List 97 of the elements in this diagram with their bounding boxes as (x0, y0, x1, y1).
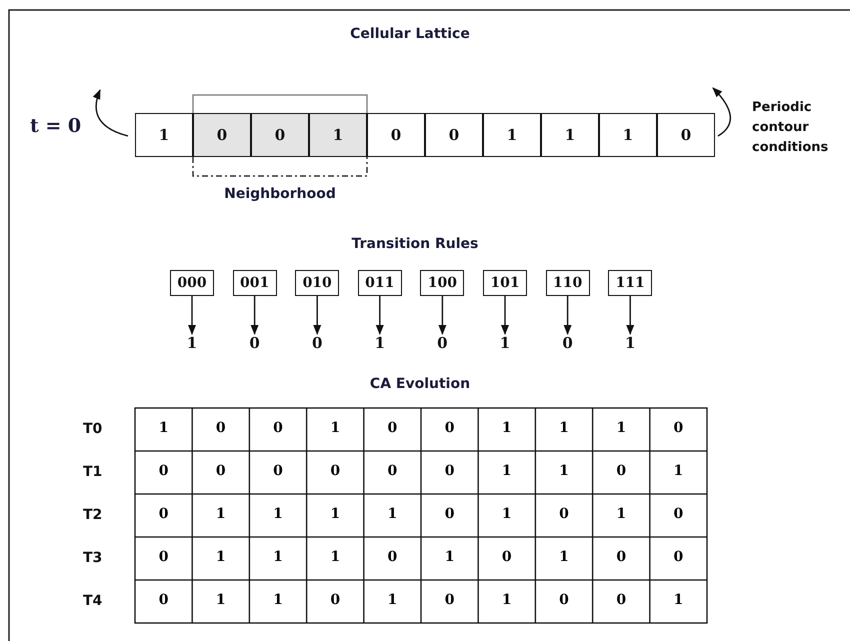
lattice-cell: 1 (599, 113, 657, 157)
row-label: T0 (83, 421, 102, 437)
arrow (501, 296, 509, 335)
cell-value: 1 (329, 506, 342, 522)
lattice-cell: 0 (193, 113, 251, 157)
arrow (626, 296, 634, 335)
cell-value: 1 (615, 506, 628, 522)
rule-pattern-box: 111 (608, 270, 652, 296)
rule-pattern-box: 100 (420, 270, 464, 296)
cell-value: 0 (444, 463, 456, 479)
cell-value: 1 (500, 420, 513, 436)
rule-output-value: 1 (610, 334, 650, 352)
arrow (250, 296, 259, 335)
arrow (188, 296, 196, 335)
time-label: t = 0 (30, 115, 82, 137)
cell-value: 0 (272, 420, 284, 436)
rule-pattern-box: 011 (358, 270, 402, 296)
cell-value: 0 (386, 549, 398, 565)
cell-value: 0 (214, 420, 227, 436)
cell-value: 0 (558, 592, 570, 608)
cell-value: 0 (444, 420, 456, 436)
cell-value: 1 (214, 592, 227, 608)
cell-value: 1 (500, 463, 513, 479)
cell-value: 0 (444, 592, 456, 608)
arrow (564, 296, 572, 335)
lattice-cell: 0 (251, 113, 309, 157)
cell-value: 0 (672, 549, 684, 565)
cell-value: 0 (615, 549, 628, 565)
cell-value: 1 (272, 592, 284, 608)
lattice-cell: 0 (657, 113, 715, 157)
cell-value: 0 (272, 463, 284, 479)
cell-value: 0 (615, 592, 628, 608)
boundary-note: Periodic contour conditions (752, 99, 830, 157)
rule-output-value: 1 (172, 334, 212, 352)
rule-pattern-box: 101 (483, 270, 527, 296)
rule-output-value: 0 (422, 334, 462, 352)
rule-pattern-box: 001 (232, 270, 277, 296)
cell-value: 0 (386, 463, 398, 479)
cell-value: 0 (158, 506, 170, 522)
row-label: T2 (83, 507, 102, 523)
lattice-cell: 1 (541, 113, 599, 157)
lattice-cell: 0 (367, 113, 425, 157)
rule-output-value: 0 (548, 334, 588, 352)
cell-value: 1 (672, 592, 684, 608)
cell-value: 1 (615, 420, 628, 436)
rule-output-value: 0 (234, 334, 275, 352)
lattice-cell: 1 (135, 113, 193, 157)
cell-value: 0 (329, 592, 342, 608)
cell-value: 1 (500, 592, 513, 608)
lattice-cell: 0 (425, 113, 483, 157)
cell-value: 1 (558, 463, 570, 479)
section-heading: CA Evolution (368, 376, 472, 392)
cell-value: 0 (500, 549, 513, 565)
lattice-cell: 1 (483, 113, 541, 157)
cell-value: 0 (672, 420, 684, 436)
cell-value: 1 (272, 506, 284, 522)
rule-pattern-box: 110 (546, 270, 590, 296)
arrow (376, 296, 384, 335)
cell-value: 1 (500, 506, 513, 522)
cell-value: 1 (558, 549, 570, 565)
curved-arrow (93, 89, 128, 137)
cell-value: 0 (158, 549, 170, 565)
cell-value: 0 (615, 463, 628, 479)
neighborhood-label: Neighborhood (223, 186, 337, 202)
rule-pattern-box: 000 (170, 270, 214, 296)
cell-value: 0 (329, 463, 342, 479)
cell-value: 0 (158, 463, 170, 479)
lattice-cell: 1 (309, 113, 367, 157)
cell-value: 0 (558, 506, 570, 522)
rule-pattern-box: 010 (295, 270, 340, 296)
cell-value: 1 (329, 549, 342, 565)
rule-output-value: 1 (360, 334, 400, 352)
section-heading: Cellular Lattice (349, 26, 471, 42)
cell-value: 0 (158, 592, 170, 608)
cell-value: 1 (272, 549, 284, 565)
row-label: T4 (83, 593, 102, 609)
section-heading: Transition Rules (350, 236, 480, 252)
cell-value: 0 (386, 420, 398, 436)
cell-value: 1 (386, 592, 398, 608)
curved-arrow (712, 87, 731, 137)
row-label: T1 (83, 464, 102, 480)
cell-value: 1 (329, 420, 342, 436)
cell-value: 1 (558, 420, 570, 436)
cell-value: 0 (444, 506, 456, 522)
cell-value: 1 (214, 506, 227, 522)
cell-value: 1 (444, 549, 456, 565)
cell-value: 1 (214, 549, 227, 565)
arrow (438, 296, 446, 335)
rule-output-value: 1 (485, 334, 525, 352)
cell-value: 1 (386, 506, 398, 522)
cell-value: 0 (214, 463, 227, 479)
row-label: T3 (83, 550, 102, 566)
arrow (313, 296, 322, 335)
rule-output-value: 0 (297, 334, 338, 352)
cell-value: 1 (672, 463, 684, 479)
cell-value: 0 (672, 506, 684, 522)
cell-value: 1 (158, 420, 170, 436)
